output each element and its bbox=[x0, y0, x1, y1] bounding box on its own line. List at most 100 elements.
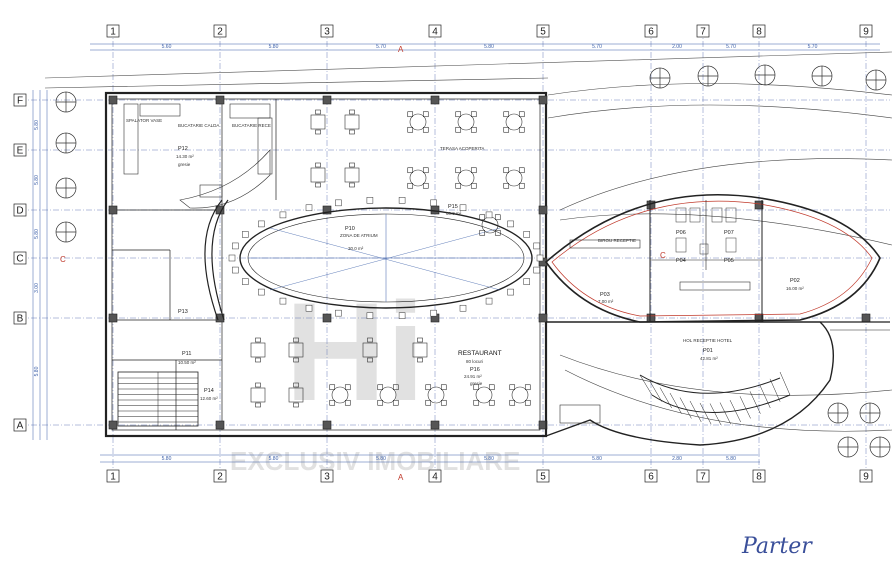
tree bbox=[55, 91, 77, 113]
dimension-label: 5.70 bbox=[726, 44, 736, 50]
square-table bbox=[362, 337, 378, 363]
round-table bbox=[455, 167, 477, 189]
label-p04-code: P04 bbox=[676, 258, 686, 264]
grid-column-7-top: 7 bbox=[696, 24, 710, 38]
column-pillar bbox=[108, 420, 118, 430]
label-p16-code: P16 bbox=[470, 367, 480, 373]
site-curves bbox=[44, 51, 892, 432]
square-table bbox=[310, 109, 326, 135]
column-pillar bbox=[538, 420, 548, 430]
grid-column-5-top: 5 bbox=[536, 24, 550, 38]
svg-text:F: F bbox=[17, 96, 23, 107]
chair bbox=[335, 199, 342, 207]
label-p06-code: P06 bbox=[676, 230, 686, 236]
chair bbox=[258, 288, 265, 296]
svg-text:8: 8 bbox=[756, 472, 762, 483]
chair bbox=[279, 211, 287, 219]
dimension-label: 5.80 bbox=[484, 44, 494, 50]
section-mark-c-left: C bbox=[60, 255, 66, 264]
svg-text:C: C bbox=[16, 254, 23, 265]
grid-column-6-bottom: 6 bbox=[644, 469, 658, 483]
round-table bbox=[329, 384, 351, 406]
dimension-label: 5.80 bbox=[592, 456, 602, 462]
svg-text:3: 3 bbox=[324, 472, 330, 483]
dimension-label: 5.80 bbox=[162, 456, 172, 462]
chair bbox=[485, 297, 493, 305]
dimension-label: 5.60 bbox=[162, 44, 172, 50]
chair bbox=[258, 220, 265, 228]
chair bbox=[430, 309, 437, 317]
label-p02-code: P02 bbox=[790, 278, 800, 284]
kitchen-counters bbox=[123, 103, 273, 209]
grid-column-3-top: 3 bbox=[320, 24, 334, 38]
watermark: Hi EXCLUSIV IMOBILIARE bbox=[230, 273, 520, 476]
watermark-logo: Hi bbox=[285, 273, 425, 430]
grid-row-E: E bbox=[13, 143, 27, 157]
label-p12-area: 14.30 m² bbox=[176, 154, 194, 159]
column-pillar bbox=[322, 95, 332, 105]
label-bucatarie-rece: BUCATARIE RECE bbox=[232, 123, 271, 128]
label-restaurant-seats: 80 locuri bbox=[466, 359, 483, 364]
label-p02-area: 16.00 m² bbox=[786, 286, 804, 291]
label-p16-floor: gresie bbox=[470, 381, 483, 386]
dimension-label: 5.70 bbox=[592, 44, 602, 50]
square-table bbox=[288, 337, 304, 363]
svg-text:D: D bbox=[16, 206, 23, 217]
section-mark-a-bottom: A bbox=[398, 473, 404, 482]
round-table bbox=[479, 214, 501, 236]
round-table bbox=[377, 384, 399, 406]
tree bbox=[754, 64, 776, 86]
chair bbox=[536, 254, 544, 262]
chair bbox=[305, 204, 313, 212]
svg-text:9: 9 bbox=[863, 27, 869, 38]
label-spalatorie: SPALATOR VASE bbox=[126, 118, 162, 123]
column-pillar bbox=[646, 313, 656, 323]
staircase-curved bbox=[639, 371, 791, 426]
tree bbox=[865, 69, 887, 91]
grid-column-5-bottom: 5 bbox=[536, 469, 550, 483]
square-table bbox=[310, 162, 326, 188]
svg-text:7: 7 bbox=[700, 27, 706, 38]
column-pillar bbox=[538, 205, 548, 215]
section-markers: C C A A bbox=[60, 45, 666, 482]
svg-text:E: E bbox=[17, 146, 24, 157]
tree bbox=[55, 132, 77, 154]
chair bbox=[366, 197, 374, 204]
chair bbox=[279, 297, 287, 305]
grid-row-B: B bbox=[13, 311, 27, 325]
chair bbox=[430, 199, 437, 207]
grid-column-3-bottom: 3 bbox=[320, 469, 334, 483]
dimension-label: 5.80 bbox=[726, 456, 736, 462]
restaurant-tables bbox=[329, 111, 531, 406]
svg-text:2: 2 bbox=[217, 472, 223, 483]
label-p15-name: TERASA ACOPERITA bbox=[440, 146, 484, 151]
chair bbox=[507, 288, 514, 296]
column-pillar bbox=[108, 205, 118, 215]
label-p03-area: 7.00 m² bbox=[598, 299, 614, 304]
svg-text:4: 4 bbox=[432, 27, 438, 38]
label-p10-code: P10 bbox=[345, 226, 355, 232]
round-table bbox=[509, 384, 531, 406]
dimension-label: 5.70 bbox=[376, 44, 386, 50]
tree bbox=[697, 65, 719, 87]
section-mark-c-right: C bbox=[660, 251, 666, 260]
square-table bbox=[344, 109, 360, 135]
grid-row-D: D bbox=[13, 203, 27, 217]
label-birou: BIROU RECEPTIE bbox=[598, 238, 636, 243]
section-mark-a-top: A bbox=[398, 45, 404, 54]
round-table bbox=[473, 384, 495, 406]
atrium-curved-wall bbox=[204, 199, 229, 321]
label-p05-code: P05 bbox=[724, 258, 734, 264]
grid-column-7-bottom: 7 bbox=[696, 469, 710, 483]
grid-column-1-top: 1 bbox=[106, 24, 120, 38]
svg-text:6: 6 bbox=[648, 27, 654, 38]
dimension-label: 5.80 bbox=[34, 120, 40, 130]
dimension-left-labels: 5.805.805.803.005.80 bbox=[34, 120, 40, 376]
round-table bbox=[407, 167, 429, 189]
round-table bbox=[455, 111, 477, 133]
column-pillar bbox=[538, 95, 548, 105]
